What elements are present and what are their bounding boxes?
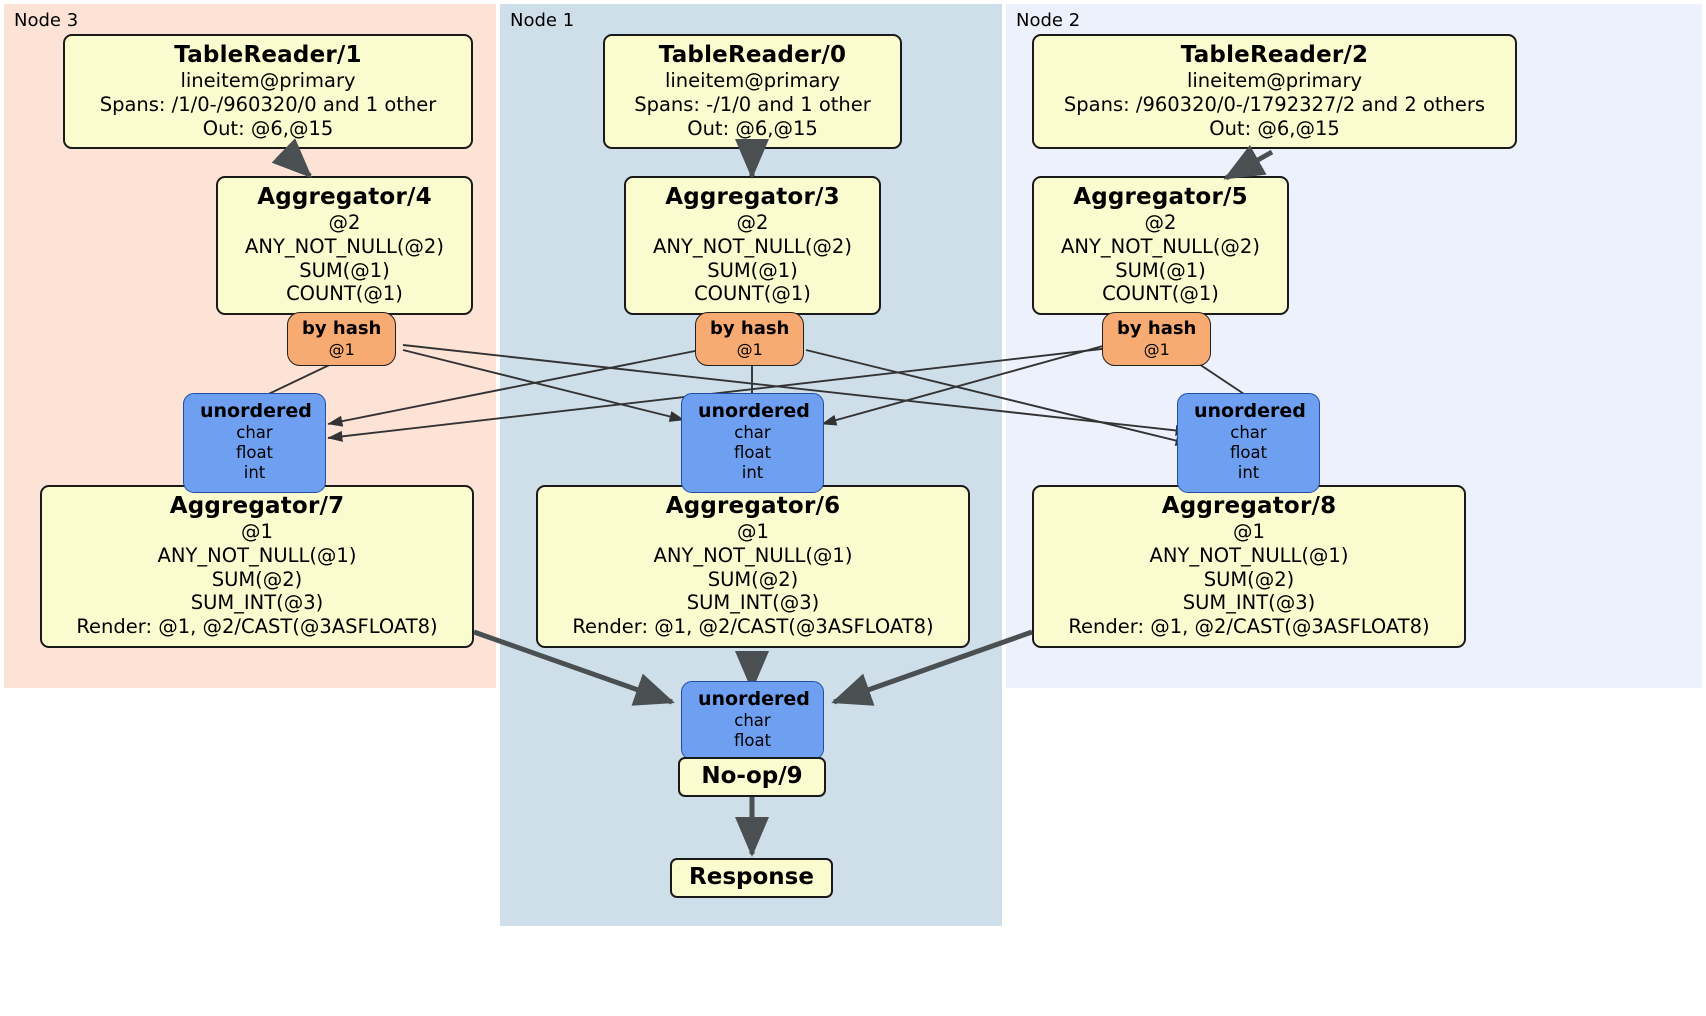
processor-noop-9[interactable]: No-op/9: [678, 757, 826, 798]
processor-aggregator-4[interactable]: Aggregator/4 @2 ANY_NOT_NULL(@2) SUM(@1)…: [216, 176, 473, 316]
router-by-hash-left-col: @1: [328, 339, 355, 359]
aggregator-8-agg3: SUM_INT(@3): [1182, 591, 1316, 615]
unordered-right-type2: float: [1229, 443, 1268, 463]
aggregator-6-title: Aggregator/6: [665, 493, 841, 519]
processor-tablereader-2[interactable]: TableReader/2 lineitem@primary Spans: /9…: [1032, 34, 1517, 150]
aggregator-8-render: Render: @1, @2/CAST(@3ASFLOAT8): [1068, 615, 1430, 639]
processor-tablereader-1[interactable]: TableReader/1 lineitem@primary Spans: /1…: [63, 34, 473, 150]
processor-tablereader-0[interactable]: TableReader/0 lineitem@primary Spans: -/…: [603, 34, 902, 150]
aggregator-7-render: Render: @1, @2/CAST(@3ASFLOAT8): [76, 615, 438, 639]
aggregator-7-agg3: SUM_INT(@3): [190, 591, 324, 615]
unordered-left-type3: int: [243, 463, 266, 483]
response-title: Response: [689, 864, 814, 890]
unordered-middle-type1: char: [734, 423, 771, 443]
tablereader-0-spans: Spans: -/1/0 and 1 other: [634, 92, 871, 116]
synchronizer-unordered-left[interactable]: unordered char float int: [183, 393, 326, 493]
aggregator-5-agg3: COUNT(@1): [1102, 282, 1219, 306]
processor-aggregator-5[interactable]: Aggregator/5 @2 ANY_NOT_NULL(@2) SUM(@1)…: [1032, 176, 1289, 316]
unordered-left-type2: float: [235, 443, 274, 463]
aggregator-5-title: Aggregator/5: [1073, 184, 1248, 210]
tablereader-1-out: Out: @6,@15: [202, 116, 334, 140]
router-by-hash-right-col: @1: [1143, 339, 1170, 359]
aggregator-6-agg2: SUM(@2): [707, 567, 799, 591]
unordered-middle-type2: float: [733, 443, 772, 463]
router-by-hash-left-title: by hash: [302, 318, 382, 339]
tablereader-0-table: lineitem@primary: [664, 69, 841, 93]
unordered-final-type1: char: [734, 711, 771, 731]
aggregator-3-agg1: ANY_NOT_NULL(@2): [653, 234, 852, 258]
aggregator-7-title: Aggregator/7: [169, 493, 345, 519]
aggregator-6-agg1: ANY_NOT_NULL(@1): [653, 543, 853, 567]
aggregator-7-agg2: SUM(@2): [211, 567, 303, 591]
aggregator-8-title: Aggregator/8: [1161, 493, 1337, 519]
tablereader-2-out: Out: @6,@15: [1209, 116, 1340, 140]
unordered-left-type1: char: [236, 423, 273, 443]
processor-aggregator-3[interactable]: Aggregator/3 @2 ANY_NOT_NULL(@2) SUM(@1)…: [624, 176, 881, 316]
aggregator-4-agg1: ANY_NOT_NULL(@2): [245, 234, 444, 258]
tablereader-1-spans: Spans: /1/0-/960320/0 and 1 other: [99, 92, 437, 116]
synchronizer-unordered-right[interactable]: unordered char float int: [1177, 393, 1320, 493]
aggregator-7-groupcols: @1: [241, 520, 273, 544]
unordered-left-title: unordered: [200, 400, 312, 422]
unordered-right-title: unordered: [1194, 400, 1306, 422]
aggregator-5-agg2: SUM(@1): [1115, 258, 1206, 282]
aggregator-8-agg1: ANY_NOT_NULL(@1): [1149, 543, 1349, 567]
processor-aggregator-6[interactable]: Aggregator/6 @1 ANY_NOT_NULL(@1) SUM(@2)…: [536, 485, 970, 648]
aggregator-5-agg1: ANY_NOT_NULL(@2): [1061, 234, 1260, 258]
tablereader-2-spans: Spans: /960320/0-/1792327/2 and 2 others: [1063, 92, 1486, 116]
aggregator-6-agg3: SUM_INT(@3): [686, 591, 820, 615]
unordered-middle-title: unordered: [698, 400, 810, 422]
aggregator-3-agg2: SUM(@1): [707, 258, 798, 282]
aggregator-5-groupcols: @2: [1144, 211, 1177, 235]
aggregator-4-agg3: COUNT(@1): [286, 282, 403, 306]
aggregator-8-groupcols: @1: [1233, 520, 1265, 544]
tablereader-1-table: lineitem@primary: [180, 69, 356, 93]
aggregator-4-agg2: SUM(@1): [299, 258, 390, 282]
router-by-hash-middle-col: @1: [736, 339, 763, 359]
synchronizer-unordered-middle[interactable]: unordered char float int: [681, 393, 824, 493]
router-by-hash-right[interactable]: by hash @1: [1102, 312, 1212, 367]
tablereader-2-title: TableReader/2: [1180, 42, 1369, 68]
router-by-hash-middle-title: by hash: [710, 318, 790, 339]
aggregator-7-agg1: ANY_NOT_NULL(@1): [157, 543, 357, 567]
unordered-right-type1: char: [1230, 423, 1267, 443]
panel-node-1-label: Node 1: [510, 10, 575, 31]
router-by-hash-right-title: by hash: [1117, 318, 1197, 339]
aggregator-3-agg3: COUNT(@1): [694, 282, 811, 306]
unordered-final-title: unordered: [698, 688, 810, 710]
aggregator-3-groupcols: @2: [736, 211, 769, 235]
router-by-hash-left[interactable]: by hash @1: [287, 312, 397, 367]
panel-node-3-label: Node 3: [14, 10, 79, 31]
processor-aggregator-8[interactable]: Aggregator/8 @1 ANY_NOT_NULL(@1) SUM(@2)…: [1032, 485, 1466, 648]
aggregator-4-groupcols: @2: [328, 211, 361, 235]
processor-response[interactable]: Response: [670, 858, 833, 899]
aggregator-8-agg2: SUM(@2): [1203, 567, 1295, 591]
synchronizer-unordered-final[interactable]: unordered char float: [681, 681, 824, 761]
unordered-final-type2: float: [733, 731, 772, 751]
tablereader-2-table: lineitem@primary: [1186, 69, 1363, 93]
aggregator-6-render: Render: @1, @2/CAST(@3ASFLOAT8): [572, 615, 934, 639]
router-by-hash-middle[interactable]: by hash @1: [695, 312, 805, 367]
processor-aggregator-7[interactable]: Aggregator/7 @1 ANY_NOT_NULL(@1) SUM(@2)…: [40, 485, 474, 648]
aggregator-4-title: Aggregator/4: [257, 184, 432, 210]
tablereader-1-title: TableReader/1: [174, 42, 362, 68]
tablereader-0-out: Out: @6,@15: [687, 116, 818, 140]
panel-node-2-label: Node 2: [1016, 10, 1081, 31]
noop-9-title: No-op/9: [701, 763, 803, 789]
tablereader-0-title: TableReader/0: [658, 42, 847, 68]
aggregator-3-title: Aggregator/3: [665, 184, 840, 210]
unordered-right-type3: int: [1237, 463, 1260, 483]
unordered-middle-type3: int: [741, 463, 764, 483]
aggregator-6-groupcols: @1: [737, 520, 769, 544]
